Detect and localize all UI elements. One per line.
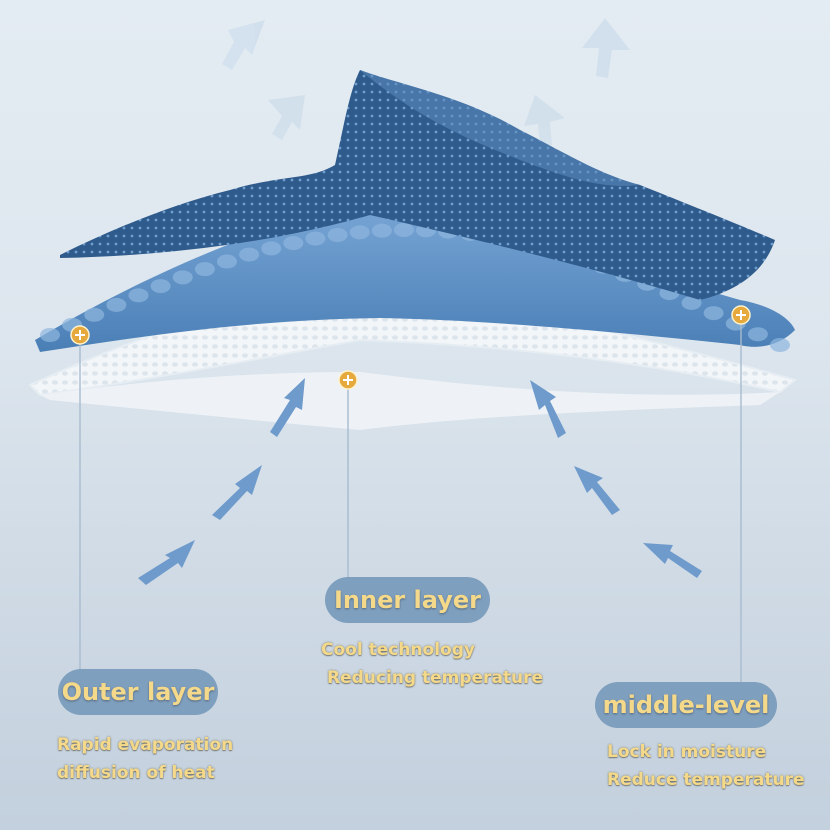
bump (128, 288, 149, 303)
bump (371, 223, 392, 238)
middle-level-marker-icon (731, 305, 751, 325)
bump (40, 328, 60, 342)
outer-layer-label: Outer layer (58, 669, 218, 715)
marker-lines (79, 318, 742, 685)
bump (681, 295, 702, 310)
middle-level-description: Lock in moisture Reduce temperature (607, 738, 804, 794)
inner-layer-line1: Cool technology (321, 640, 475, 660)
middle-layer (35, 200, 795, 352)
inner-layer-marker-icon (338, 370, 358, 390)
outer-layer-line2: diffusion of heat (57, 763, 215, 783)
bump (703, 306, 724, 321)
inner-layer-title: Inner layer (333, 586, 481, 614)
inner-layer-line2: Reducing temperature (327, 668, 544, 688)
middle-level-line1: Lock in moisture (607, 742, 767, 762)
bump (150, 279, 171, 294)
bump (261, 241, 282, 256)
bump (216, 254, 237, 269)
background-arrows (222, 18, 630, 145)
bump (172, 270, 193, 285)
bump (393, 222, 414, 237)
middle-level-title: middle-level (602, 691, 770, 719)
bump (283, 236, 304, 251)
bump (747, 327, 768, 342)
bump (327, 227, 348, 242)
bump (349, 225, 370, 240)
outer-layer-title: Outer layer (61, 678, 215, 706)
airflow-arrows (138, 378, 702, 585)
top-fabric (60, 70, 775, 300)
bump (305, 231, 326, 246)
outer-layer-description: Rapid evaporation diffusion of heat (57, 731, 233, 787)
bump (84, 307, 105, 322)
outer-layer-marker-icon (70, 325, 90, 345)
bump (770, 338, 790, 352)
bump (239, 247, 260, 262)
middle-level-line2: Reduce temperature (607, 770, 805, 790)
inner-layer-label: Inner layer (325, 577, 490, 623)
bump (106, 297, 127, 312)
inner-layer-description: Cool technology Reducing temperature (321, 636, 543, 692)
outer-layer-line1: Rapid evaporation (57, 735, 234, 755)
bump (194, 262, 215, 277)
middle-level-label: middle-level (595, 682, 777, 728)
